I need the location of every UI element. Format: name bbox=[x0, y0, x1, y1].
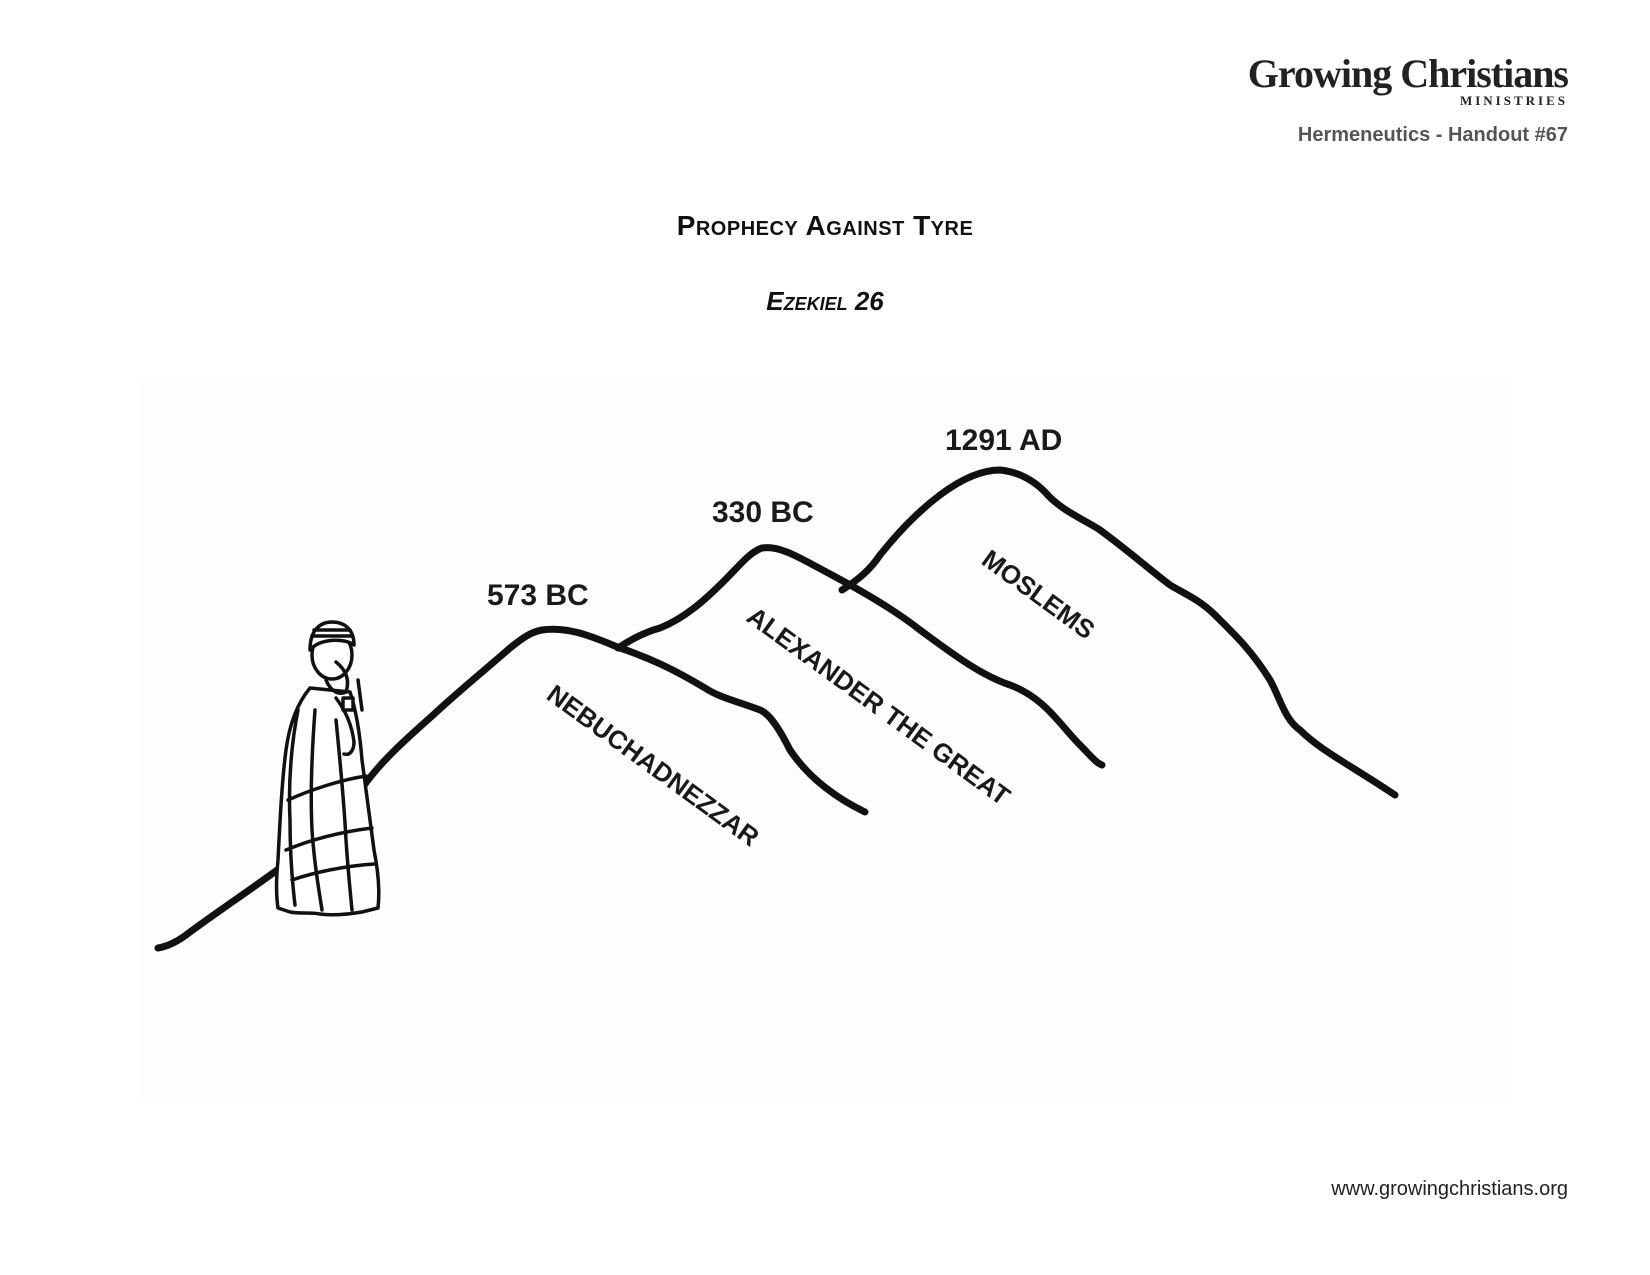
handout-label: Hermeneutics - Handout #67 bbox=[1297, 124, 1568, 146]
peak-name-2: ALEXANDER THE GREAT bbox=[741, 601, 1015, 812]
page-subtitle: Ezekiel 26 bbox=[766, 286, 884, 316]
mountain-ridge-2 bbox=[614, 544, 1106, 769]
logo-main-text: Growing Christians bbox=[1247, 51, 1569, 96]
prophet-figure-icon bbox=[274, 620, 381, 917]
logo: Growing Christians MINISTRIES bbox=[1247, 51, 1569, 108]
page-title: Prophecy Against Tyre bbox=[676, 210, 974, 241]
peak-date-3: 1291 AD bbox=[945, 424, 1062, 457]
mountain-ridge-1 bbox=[154, 625, 869, 952]
peak-date-1: 573 BC bbox=[487, 579, 589, 612]
peak-date-2: 330 BC bbox=[712, 496, 814, 529]
peak-name-1: NEBUCHADNEZZAR bbox=[541, 679, 764, 853]
mountain-diagram: 573 BC 330 BC 1291 AD NEBUCHADNEZZAR ALE… bbox=[140, 380, 1510, 1100]
mountain-ridge-3 bbox=[838, 466, 1399, 799]
logo-sub-text: MINISTRIES bbox=[1459, 93, 1568, 108]
mountain-diagram-svg: 573 BC 330 BC 1291 AD NEBUCHADNEZZAR ALE… bbox=[154, 424, 1399, 952]
footer-url-link[interactable]: www.growingchristians.org bbox=[1331, 1178, 1568, 1200]
peak-name-3: MOSLEMS bbox=[976, 544, 1100, 646]
